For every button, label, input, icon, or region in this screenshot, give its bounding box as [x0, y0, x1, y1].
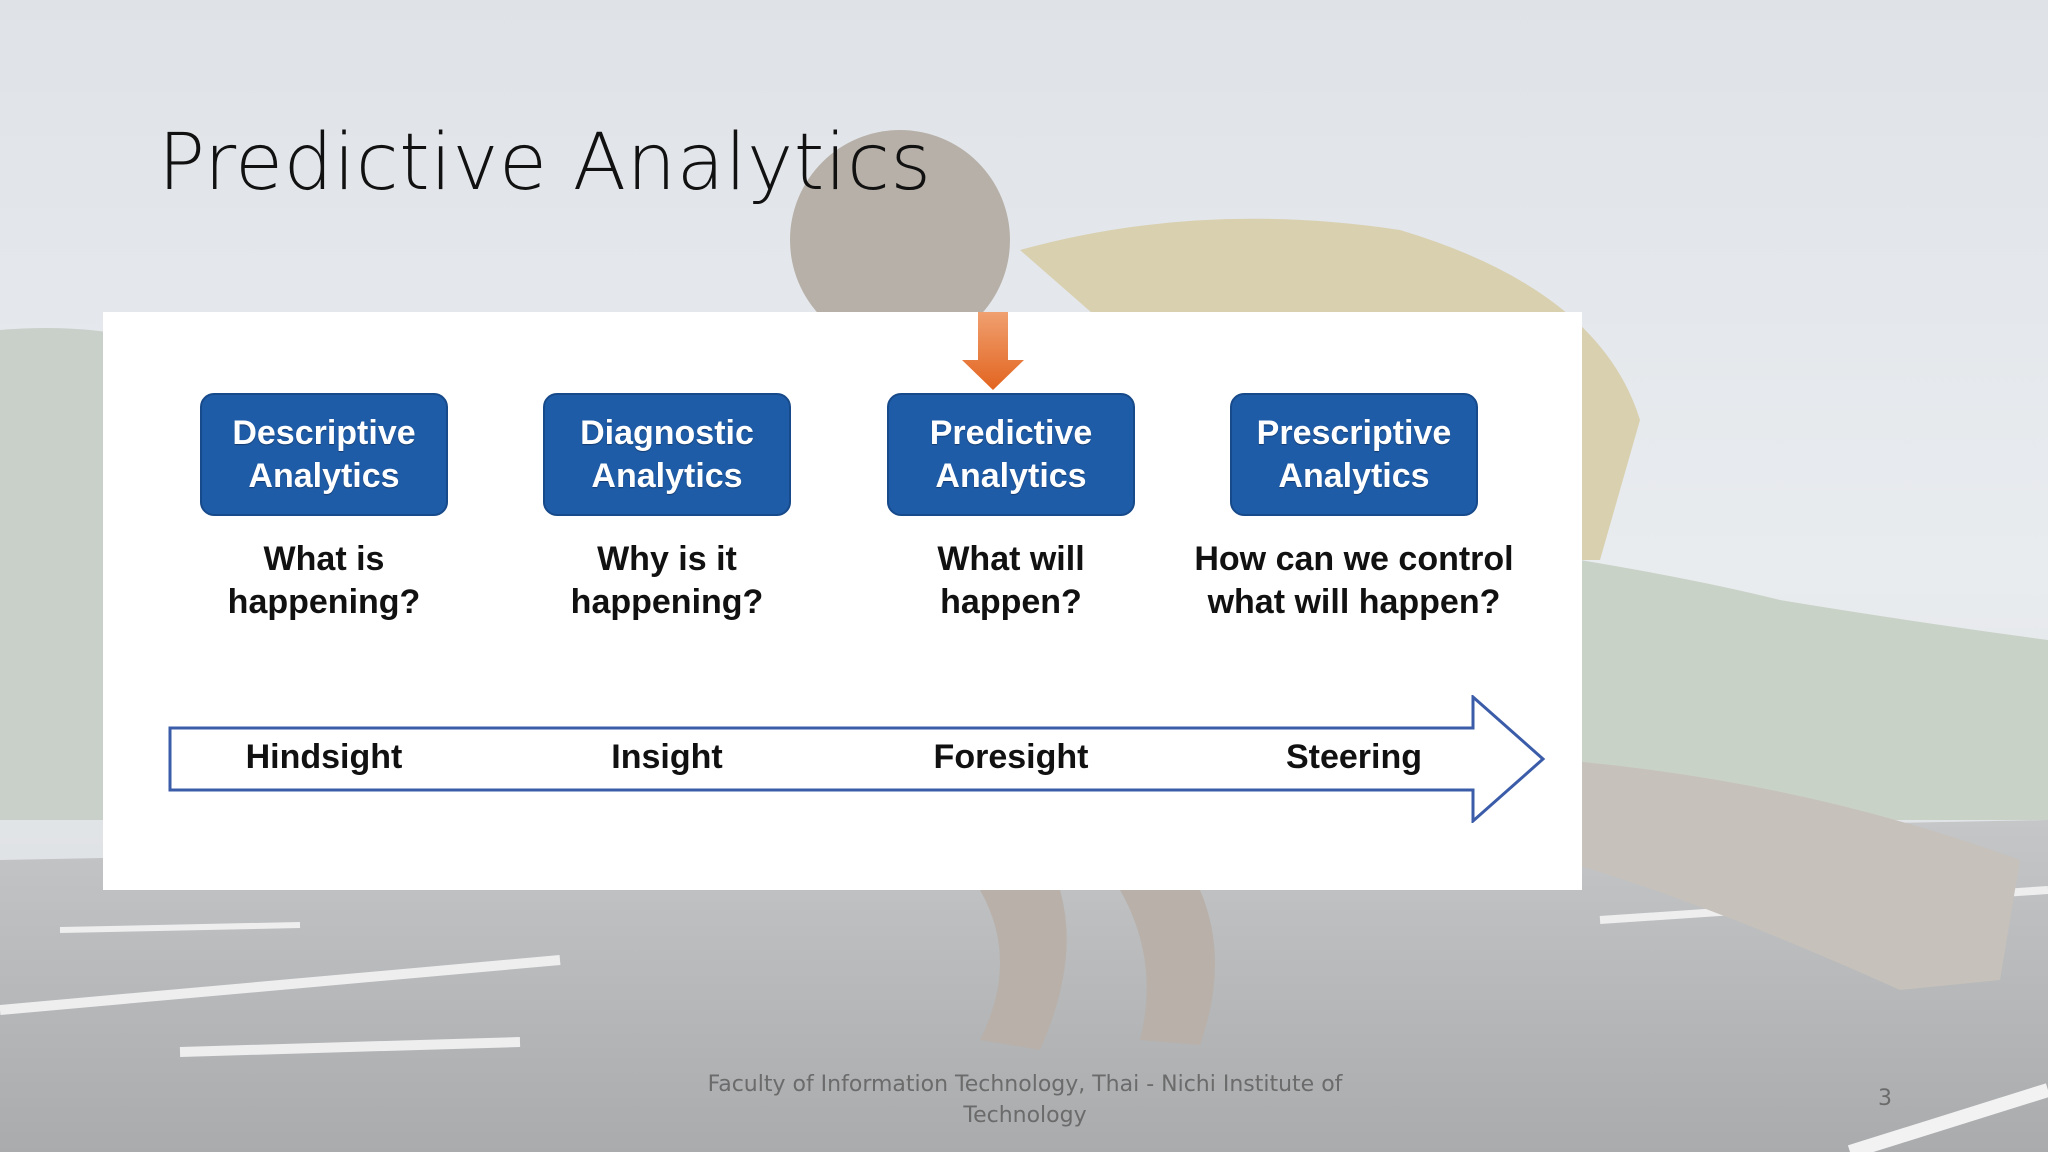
stage-label: Predictive Analytics	[929, 413, 1093, 495]
stage-label: Diagnostic Analytics	[580, 413, 754, 495]
timeline-label-hindsight: Hindsight	[245, 738, 403, 776]
stage-question-predictive: What will happen?	[937, 540, 1085, 621]
timeline-label-foresight: Foresight	[933, 738, 1089, 776]
stage-label: Descriptive Analytics	[232, 413, 416, 495]
slide-footer: Faculty of Information Technology, Thai …	[707, 1072, 1343, 1128]
slide-title: Predictive Analytics	[158, 118, 932, 208]
timeline-label-insight: Insight	[611, 738, 723, 776]
analytics-diagram: Descriptive Analytics Diagnostic Analyti…	[103, 312, 1582, 890]
stage-box-descriptive: Descriptive Analytics	[200, 393, 448, 516]
stage-box-predictive: Predictive Analytics	[887, 393, 1135, 516]
stage-question-descriptive: What is happening?	[227, 540, 421, 621]
stage-box-prescriptive: Prescriptive Analytics	[1230, 393, 1478, 516]
stage-label: Prescriptive Analytics	[1256, 413, 1452, 495]
stage-question-diagnostic: Why is it happening?	[570, 540, 764, 621]
timeline-label-steering: Steering	[1285, 738, 1423, 776]
highlight-down-arrow-icon	[962, 312, 1024, 390]
stage-box-diagnostic: Diagnostic Analytics	[543, 393, 791, 516]
page-number: 3	[1878, 1086, 1892, 1111]
timeline-arrow	[168, 695, 1546, 823]
stage-question-prescriptive: How can we control what will happen?	[1194, 540, 1514, 621]
